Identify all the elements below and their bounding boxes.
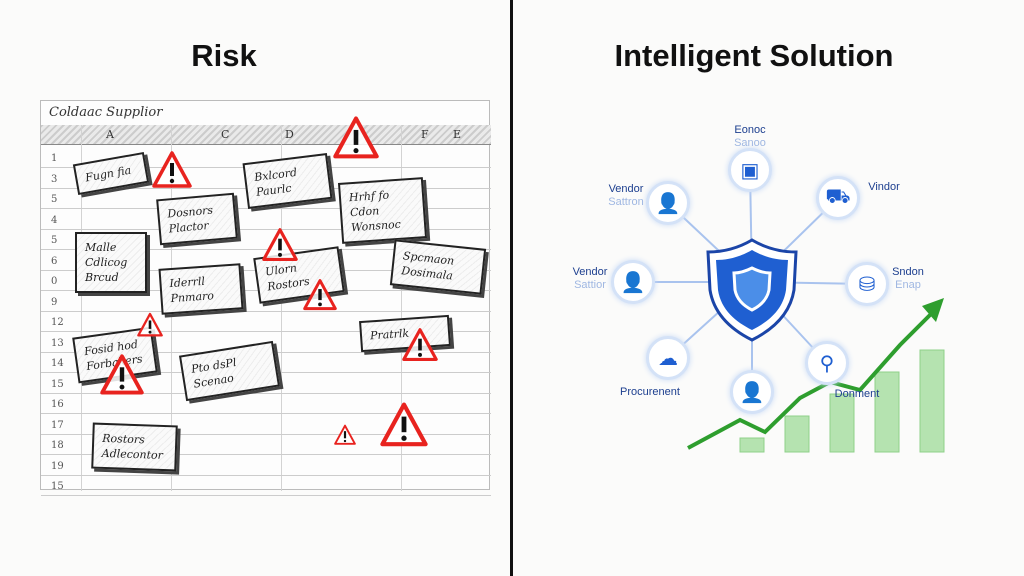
grid-row-line: [41, 228, 491, 230]
warning-icon: [402, 328, 438, 361]
node-sublabel: Enap: [895, 279, 921, 291]
node-sublabel: Sanoo: [734, 137, 766, 149]
row-number: 19: [51, 460, 64, 472]
row-number: 5: [51, 235, 58, 246]
node-label: Donment: [835, 388, 880, 401]
row-number: 4: [51, 214, 58, 226]
shield-emblem: [732, 266, 772, 312]
node-sublabel: Sattron: [608, 196, 644, 208]
node-label: Vindor: [868, 181, 900, 194]
warning-icon: [100, 354, 144, 395]
grid-row-line: [41, 454, 491, 455]
growth-bar: [919, 349, 945, 453]
node-person: 👤: [646, 181, 690, 225]
person-icon: 👤: [655, 192, 681, 215]
grid-row-line: [41, 413, 491, 414]
growth-bar: [874, 371, 900, 453]
row-number: 16: [51, 399, 64, 410]
growth-bar: [739, 437, 765, 453]
server-icon: ▣: [740, 159, 760, 182]
row-number: 18: [51, 440, 64, 451]
node-truck: ⛟: [816, 176, 860, 220]
row-number: 14: [51, 358, 64, 369]
row-number: 13: [51, 337, 64, 349]
node-label-text: Procurenent: [620, 386, 680, 398]
warning-icon: [333, 116, 379, 159]
column-label: D: [285, 128, 294, 141]
warning-icon: [137, 312, 163, 337]
growth-bar: [829, 393, 855, 453]
grid-row-line: [41, 331, 491, 332]
row-number: 9: [51, 296, 58, 308]
row-number: 0: [51, 276, 58, 287]
warning-icon: [334, 424, 356, 445]
grid-row-line: [41, 495, 491, 496]
node-label: Procurenent: [620, 386, 680, 399]
sheet-name: Coldaac Supplior: [49, 105, 163, 120]
node-search: ⚲: [805, 341, 849, 385]
grid-row-line: [41, 474, 491, 476]
node-person: 👤: [611, 260, 655, 304]
column-label: C: [221, 128, 230, 141]
warning-icon: [380, 402, 428, 447]
row-number: 6: [51, 255, 58, 267]
node-database: ⛁: [845, 262, 889, 306]
risk-card: Malle Cdlicog Brcud: [75, 232, 147, 293]
warning-icon: [303, 279, 337, 311]
grid-row-line: [41, 208, 491, 209]
row-number: 3: [51, 173, 58, 185]
node-label-text: Vendor: [572, 266, 608, 278]
person-icon: 👤: [739, 381, 765, 404]
warning-icon: [152, 151, 192, 188]
column-label: E: [453, 128, 462, 141]
row-number: 15: [51, 378, 64, 390]
node-label-text: Vendor: [608, 183, 644, 195]
grid-column-line: [401, 125, 402, 491]
row-number: 15: [51, 481, 64, 492]
grid-column-line: [281, 125, 282, 491]
warning-icon: [262, 228, 298, 261]
node-cloud: ☁: [646, 336, 690, 380]
person-icon: 👤: [620, 271, 646, 294]
row-number: 12: [51, 317, 64, 328]
grid-row-line: [41, 392, 491, 394]
solution-title: Intelligent Solution: [614, 38, 894, 73]
node-label-text: Donment: [834, 388, 880, 400]
grid-row-line: [41, 249, 491, 250]
truck-icon: ⛟: [825, 185, 851, 208]
row-number: 1: [51, 153, 58, 164]
node-server: ▣: [728, 148, 772, 192]
growth-arrow-head: [922, 298, 944, 322]
grid-column-line: [81, 125, 82, 491]
risk-title: Risk: [191, 38, 257, 73]
grid-row-line: [41, 433, 491, 435]
row-number: 5: [51, 194, 58, 205]
node-label-text: Vindor: [868, 181, 900, 193]
column-label: A: [106, 128, 114, 141]
column-label: F: [421, 128, 429, 141]
node-label-text: Sndon: [892, 266, 924, 278]
row-number: 17: [51, 419, 64, 431]
growth-bar: [784, 415, 810, 453]
divider: [510, 0, 513, 576]
grid-row-line: [41, 310, 491, 312]
node-label-text: Eonoc: [734, 124, 766, 136]
cloud-icon: ☁: [658, 347, 678, 370]
node-sublabel: Sattior: [574, 279, 606, 291]
node-person: 👤: [730, 370, 774, 414]
search-icon: ⚲: [819, 352, 835, 375]
database-icon: ⛁: [858, 273, 876, 296]
growth-arrow-line: [687, 308, 937, 450]
